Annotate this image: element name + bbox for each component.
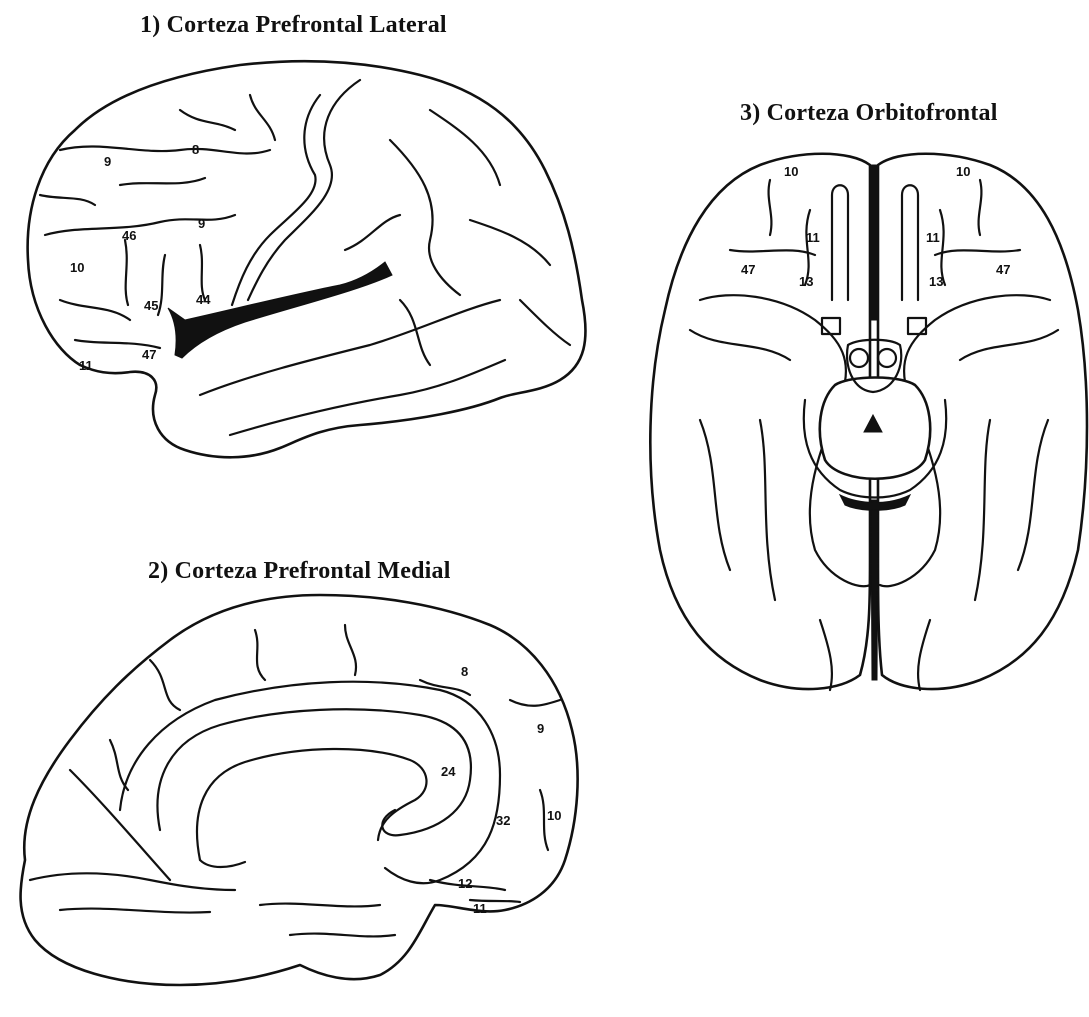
medial-area-11-label: 11 — [473, 901, 487, 916]
orbito-area-47-right-label: 47 — [996, 262, 1010, 277]
lateral-area-8-label: 8 — [192, 142, 199, 157]
medial-area-24-label: 24 — [441, 764, 456, 779]
orbito-area-10-right-label: 10 — [956, 164, 970, 179]
medial-area-12-label: 12 — [458, 876, 472, 891]
orbito-area-47-left-label: 47 — [741, 262, 755, 277]
lateral-area-44-label: 44 — [196, 292, 211, 307]
lateral-area-11-label: 11 — [79, 358, 93, 373]
orbito-area-11-right-label: 11 — [926, 230, 940, 245]
lateral-brain-drawing — [28, 61, 586, 457]
lateral-area-46-label: 46 — [122, 228, 136, 243]
medial-area-8-label: 8 — [461, 664, 468, 679]
orbito-area-10-left-label: 10 — [784, 164, 798, 179]
longitudinal-fissure — [871, 165, 878, 320]
medial-brain-drawing — [21, 595, 578, 985]
orbito-area-11-left-label: 11 — [806, 230, 820, 245]
lateral-area-45-label: 45 — [144, 298, 158, 313]
medial-brain-outline — [21, 595, 578, 985]
lateral-area-47-label: 47 — [142, 347, 156, 362]
lateral-area-9-top-label: 9 — [104, 154, 111, 169]
orbito-area-13-right-label: 13 — [929, 274, 943, 289]
medial-area-10-label: 10 — [547, 808, 561, 823]
medial-area-32-label: 32 — [496, 813, 510, 828]
lateral-area-10-label: 10 — [70, 260, 84, 275]
orbito-area-13-left-label: 13 — [799, 274, 813, 289]
lateral-area-9-mid-label: 9 — [198, 216, 205, 231]
medial-area-9-label: 9 — [537, 721, 544, 736]
orbitofrontal-brain-drawing — [650, 154, 1087, 690]
